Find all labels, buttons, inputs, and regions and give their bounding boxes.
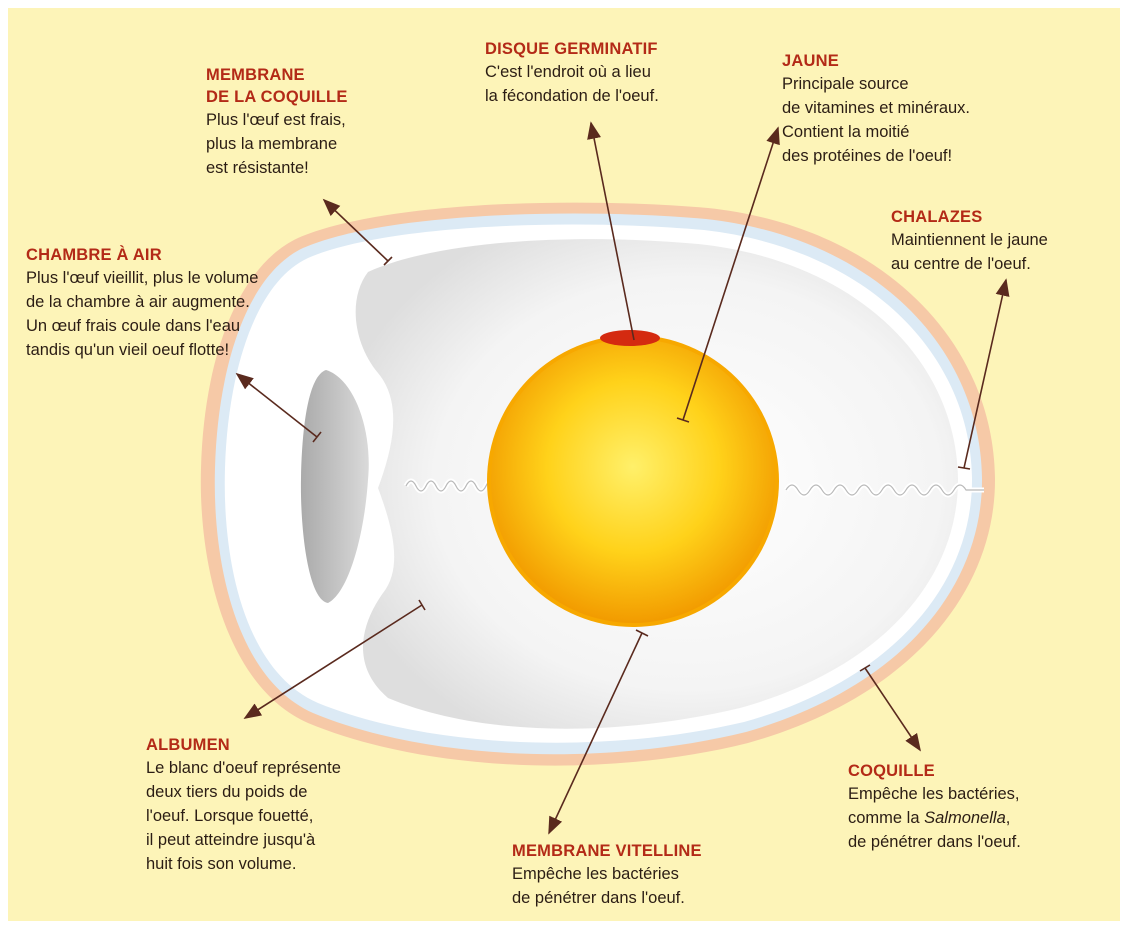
text-line: Plus l'œuf vieillit, plus le volume: [26, 266, 258, 290]
text-line: au centre de l'oeuf.: [891, 252, 1048, 276]
title-jaune: JAUNE: [782, 50, 970, 72]
text-membrane-coquille: Plus l'œuf est frais, plus la membrane e…: [206, 108, 348, 180]
text-line: l'oeuf. Lorsque fouetté,: [146, 804, 341, 828]
text-line: est résistante!: [206, 156, 348, 180]
text-line: plus la membrane: [206, 132, 348, 156]
label-albumen: ALBUMEN Le blanc d'oeuf représente deux …: [146, 734, 341, 876]
title-membrane-vitelline: MEMBRANE VITELLINE: [512, 840, 702, 862]
text-line: Principale source: [782, 72, 970, 96]
text-line: Empêche les bactéries: [512, 862, 702, 886]
text-line: de la chambre à air augmente.: [26, 290, 258, 314]
salmonella-text: Salmonella: [924, 809, 1006, 827]
text-line: de pénétrer dans l'oeuf.: [512, 886, 702, 910]
title-albumen: ALBUMEN: [146, 734, 341, 756]
text-line: tandis qu'un vieil oeuf flotte!: [26, 338, 258, 362]
text-chalazes: Maintiennent le jaune au centre de l'oeu…: [891, 228, 1048, 276]
text-disque-germinatif: C'est l'endroit où a lieu la fécondation…: [485, 60, 659, 108]
text-coquille: Empêche les bactéries, comme la Salmonel…: [848, 782, 1021, 854]
text-line: comme la Salmonella,: [848, 806, 1021, 830]
label-membrane-coquille: MEMBRANE DE LA COQUILLE Plus l'œuf est f…: [206, 64, 348, 180]
text-line: la fécondation de l'oeuf.: [485, 84, 659, 108]
title-coquille: COQUILLE: [848, 760, 1021, 782]
text-albumen: Le blanc d'oeuf représente deux tiers du…: [146, 756, 341, 876]
label-jaune: JAUNE Principale source de vitamines et …: [782, 50, 970, 168]
text-chambre-air: Plus l'œuf vieillit, plus le volume de l…: [26, 266, 258, 362]
text-line: il peut atteindre jusqu'à: [146, 828, 341, 852]
yolk: [491, 339, 775, 623]
text-line: Le blanc d'oeuf représente: [146, 756, 341, 780]
title-membrane-coquille: MEMBRANE DE LA COQUILLE: [206, 64, 348, 108]
text-line: huit fois son volume.: [146, 852, 341, 876]
text-line: de vitamines et minéraux.: [782, 96, 970, 120]
diagram-frame: MEMBRANE DE LA COQUILLE Plus l'œuf est f…: [8, 8, 1120, 921]
title-line: MEMBRANE: [206, 66, 305, 84]
arrow-coquille: [865, 668, 920, 750]
title-chalazes: CHALAZES: [891, 206, 1048, 228]
label-disque-germinatif: DISQUE GERMINATIF C'est l'endroit où a l…: [485, 38, 659, 108]
text-line: Empêche les bactéries,: [848, 782, 1021, 806]
text-line: Un œuf frais coule dans l'eau: [26, 314, 258, 338]
text-jaune: Principale source de vitamines et minéra…: [782, 72, 970, 168]
text-fragment: comme la: [848, 809, 924, 827]
title-disque-germinatif: DISQUE GERMINATIF: [485, 38, 659, 60]
title-line: DE LA COQUILLE: [206, 88, 348, 106]
text-line: Contient la moitié: [782, 120, 970, 144]
title-chambre-air: CHAMBRE À AIR: [26, 244, 258, 266]
label-coquille: COQUILLE Empêche les bactéries, comme la…: [848, 760, 1021, 854]
text-line: Maintiennent le jaune: [891, 228, 1048, 252]
label-chalazes: CHALAZES Maintiennent le jaune au centre…: [891, 206, 1048, 276]
germinal-disc: [600, 330, 660, 346]
label-chambre-air: CHAMBRE À AIR Plus l'œuf vieillit, plus …: [26, 244, 258, 362]
text-line: des protéines de l'oeuf!: [782, 144, 970, 168]
text-line: C'est l'endroit où a lieu: [485, 60, 659, 84]
label-membrane-vitelline: MEMBRANE VITELLINE Empêche les bactéries…: [512, 840, 702, 910]
text-line: deux tiers du poids de: [146, 780, 341, 804]
text-membrane-vitelline: Empêche les bactéries de pénétrer dans l…: [512, 862, 702, 910]
text-line: de pénétrer dans l'oeuf.: [848, 830, 1021, 854]
text-line: Plus l'œuf est frais,: [206, 108, 348, 132]
text-fragment: ,: [1006, 809, 1011, 827]
